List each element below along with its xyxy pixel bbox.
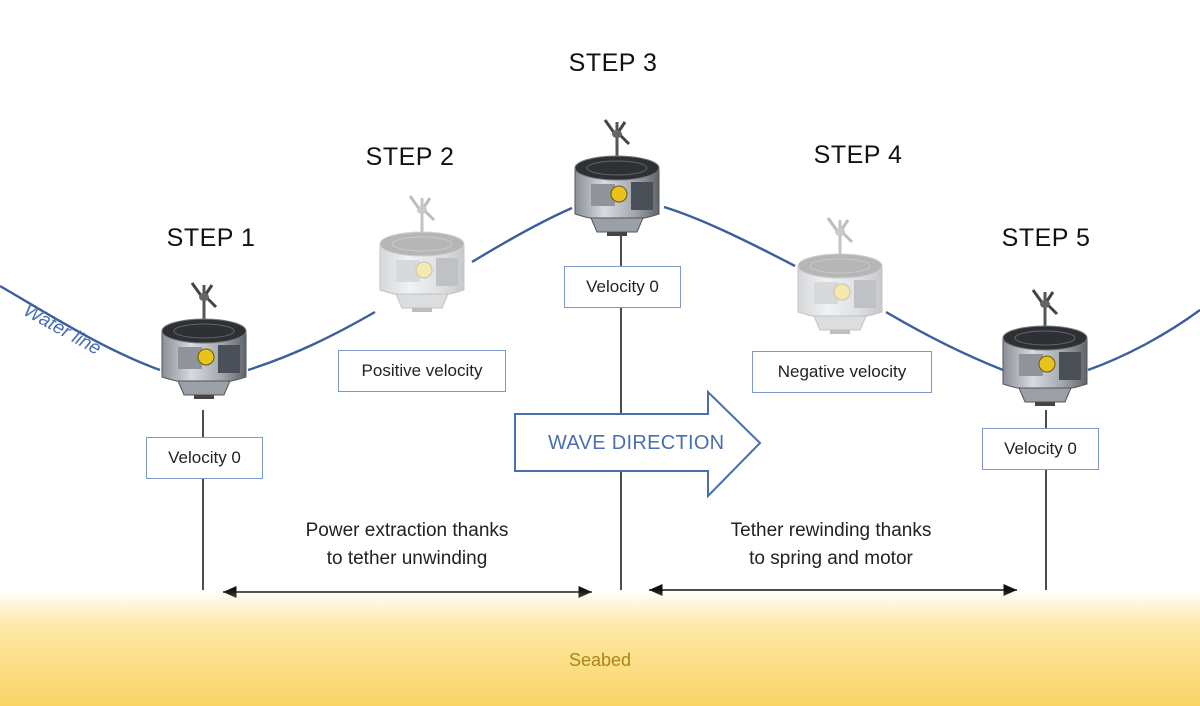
water-line-segment: [1087, 309, 1200, 372]
buoy-step-3: [574, 119, 660, 236]
step-4-velocity-box: Negative velocity: [752, 351, 932, 393]
seabed-label: Seabed: [568, 650, 632, 670]
step-1-title: STEP 1: [166, 224, 256, 252]
step-3-velocity-box: Velocity 0: [564, 266, 681, 308]
power-extraction-caption: Power extraction thanks to tether unwind…: [306, 517, 509, 573]
water-line-segment: [247, 310, 376, 372]
step-5-title: STEP 5: [1001, 224, 1091, 252]
buoys: [161, 119, 1088, 406]
step-2-velocity-box: Positive velocity: [338, 350, 506, 392]
step-1-velocity-box: Velocity 0: [146, 437, 263, 479]
step-4-title: STEP 4: [813, 141, 903, 169]
buoy-step-1: [161, 282, 247, 399]
water-line: [0, 205, 1200, 372]
buoy-step-5: [1002, 289, 1088, 406]
buoy-step-4: [797, 217, 883, 334]
tether-rewinding-caption: Tether rewinding thanks to spring and mo…: [731, 517, 932, 573]
power-extraction-caption-line-2: to tether unwinding: [326, 548, 488, 569]
tether-rewinding-caption-line-2: to spring and motor: [749, 548, 913, 569]
wave-direction-arrow: [514, 389, 762, 499]
tether-rewinding-caption-line-1: Tether rewinding thanks: [730, 520, 932, 541]
water-line-segment: [0, 284, 161, 372]
power-extraction-caption-line-1: Power extraction thanks: [305, 520, 509, 541]
wave-direction-label: WAVE DIRECTION: [548, 432, 725, 454]
step-2-title: STEP 2: [365, 143, 455, 171]
step-3-title: STEP 3: [568, 49, 658, 77]
buoy-step-2: [379, 195, 465, 312]
water-line-segment: [663, 205, 796, 268]
step-5-velocity-box: Velocity 0: [982, 428, 1099, 470]
seabed: [0, 590, 1200, 706]
water-line-segment: [471, 206, 573, 264]
water-line-segment: [885, 310, 1004, 372]
